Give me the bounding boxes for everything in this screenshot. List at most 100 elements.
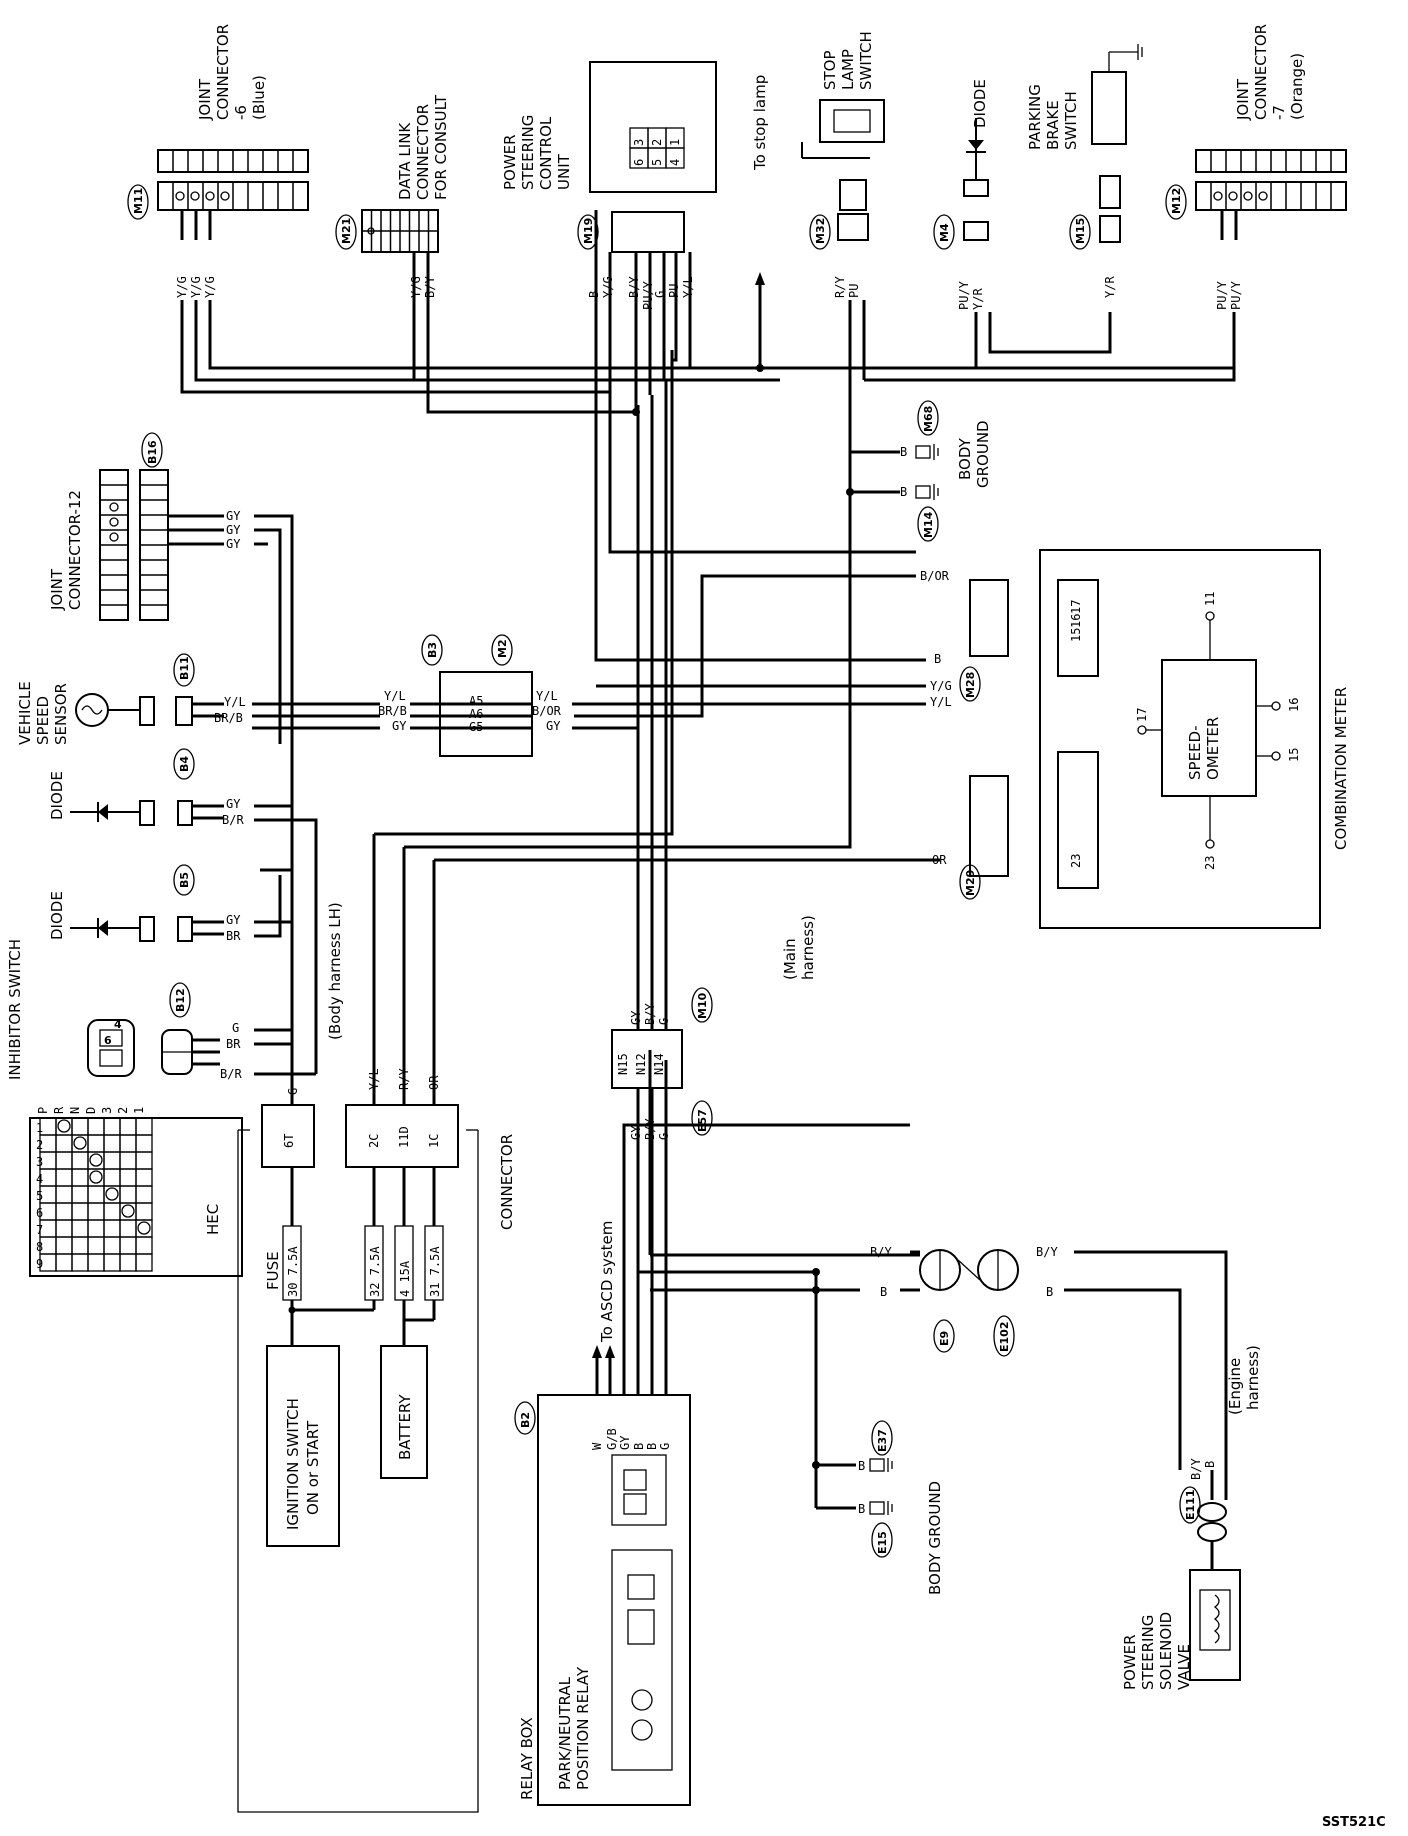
svg-text:B/Y: B/Y [870, 1245, 892, 1259]
svg-text:R/Y: R/Y [833, 276, 847, 298]
svg-text:CONNECTOR: CONNECTOR [414, 104, 432, 200]
svg-text:23: 23 [1069, 854, 1083, 868]
m10-e57-connector: N15 N12 N14 GY B/Y G GY B/Y G M10 E57 [611, 380, 713, 1395]
fuse-label: FUSE [264, 1251, 282, 1290]
svg-text:GROUND: GROUND [974, 420, 992, 488]
svg-text:B: B [1203, 1461, 1217, 1468]
svg-text:STEERING: STEERING [1139, 1615, 1157, 1690]
svg-text:Y/L: Y/L [930, 695, 952, 709]
svg-text:M29: M29 [964, 870, 977, 896]
svg-text:BR/B: BR/B [378, 704, 407, 718]
b2-connector [261, 1104, 315, 1168]
svg-text:STEERING: STEERING [519, 115, 537, 190]
svg-text:B: B [587, 291, 601, 298]
svg-text:GY: GY [546, 719, 561, 733]
psu-pin-label: 2 [650, 139, 664, 146]
svg-text:COMBINATION METER: COMBINATION METER [1332, 687, 1350, 850]
svg-text:N15: N15 [616, 1053, 630, 1075]
svg-text:15: 15 [1287, 748, 1301, 762]
svg-text:B/R: B/R [220, 1067, 242, 1081]
svg-text:P: P [36, 1107, 50, 1114]
svg-text:B: B [645, 1443, 659, 1450]
connector-label: CONNECTOR [498, 1134, 516, 1230]
svg-text:GY: GY [226, 913, 241, 927]
svg-text:-6: -6 [232, 105, 250, 120]
svg-text:Y/L: Y/L [536, 689, 558, 703]
svg-text:16: 16 [1287, 698, 1301, 712]
inhibitor-row-label: 4 [36, 1172, 43, 1186]
svg-text:A5: A5 [469, 694, 483, 708]
svg-text:1C: 1C [427, 1134, 441, 1148]
speedometer [1161, 659, 1257, 797]
svg-text:GY: GY [226, 509, 241, 523]
svg-text:BR/B: BR/B [214, 711, 243, 725]
combination-meter: B/OR B Y/G Y/L OR M28 M29 COMBINATION ME… [434, 368, 1350, 1030]
svg-text:(Body harness LH): (Body harness LH) [326, 902, 344, 1040]
b4-diode: DIODE B4 GY B/R (Body harness LH) [48, 748, 344, 1074]
svg-text:Y/G: Y/G [601, 276, 615, 298]
svg-text:R/Y: R/Y [397, 1068, 411, 1090]
svg-text:Y/G: Y/G [930, 679, 952, 693]
svg-text:GY: GY [629, 1010, 643, 1025]
inhibitor-row-label: 3 [36, 1155, 43, 1169]
svg-text:M21: M21 [340, 218, 353, 244]
svg-text:DATA LINK: DATA LINK [396, 122, 414, 200]
svg-text:SPEED: SPEED [34, 696, 52, 745]
svg-text:B: B [900, 445, 907, 459]
svg-text:STOP: STOP [821, 50, 839, 90]
svg-text:B11: B11 [178, 656, 191, 680]
inhibitor-row-label: 9 [36, 1257, 43, 1271]
svg-text:B: B [900, 485, 907, 499]
svg-text:Y/G: Y/G [189, 276, 203, 298]
svg-text:RELAY BOX: RELAY BOX [518, 1717, 536, 1800]
hec-block: HEC 6T 2C 11D 1C CONNECTOR 30 7.5A FUSE … [204, 1104, 516, 1813]
svg-text:UNIT: UNIT [555, 153, 573, 190]
svg-text:Y/G: Y/G [203, 276, 217, 298]
svg-text:DIODE: DIODE [971, 79, 989, 128]
svg-text:B: B [632, 1443, 646, 1450]
svg-text:Y/L: Y/L [681, 276, 695, 298]
svg-text:G/B: G/B [605, 1428, 619, 1450]
ps-solenoid-valve: B/Y B E111 POWER STEERING SOLENOID VALVE [1121, 1458, 1241, 1690]
svg-text:B/Y: B/Y [643, 1118, 657, 1140]
svg-text:-7: -7 [1270, 105, 1288, 120]
psu-pin-label: 4 [668, 159, 682, 166]
svg-text:E9: E9 [938, 1331, 951, 1346]
svg-text:6: 6 [104, 1034, 112, 1047]
svg-text:M2: M2 [496, 639, 509, 658]
svg-text:M14: M14 [922, 511, 935, 538]
svg-text:Y/L: Y/L [224, 695, 246, 709]
svg-text:E37: E37 [876, 1429, 889, 1452]
ground-network: B B E37 E15 BODY GROUND B/Y B E9 E102 B/… [622, 1050, 1262, 1595]
svg-text:JOINT: JOINT [196, 78, 214, 121]
inhibitor-row-label: 8 [36, 1240, 43, 1254]
svg-text:E57: E57 [696, 1109, 709, 1132]
svg-text:VALVE: VALVE [1175, 1644, 1193, 1690]
svg-text:OR: OR [932, 853, 947, 867]
psu-pin-label: 1 [668, 139, 682, 146]
m1-connector [345, 1104, 459, 1168]
svg-text:BRAKE: BRAKE [1044, 100, 1062, 150]
svg-text:Y/L: Y/L [384, 689, 406, 703]
svg-text:15: 15 [1069, 628, 1083, 642]
b12-connector: 6 4 B12 G BR B/R [87, 982, 316, 1081]
svg-text:B/Y: B/Y [643, 1003, 657, 1025]
ignition-switch [266, 1345, 340, 1547]
svg-text:GY: GY [226, 537, 241, 551]
psu-pin-label: 3 [632, 139, 646, 146]
svg-text:PARKING: PARKING [1026, 84, 1044, 150]
svg-text:G: G [657, 1133, 671, 1140]
svg-text:PARK/NEUTRAL: PARK/NEUTRAL [556, 1676, 574, 1790]
svg-text:GY: GY [618, 1435, 632, 1450]
svg-text:M28: M28 [964, 672, 977, 698]
svg-text:16: 16 [1069, 614, 1083, 628]
svg-text:JOINT: JOINT [48, 568, 66, 611]
svg-text:B: B [934, 652, 941, 666]
svg-text:N14: N14 [652, 1053, 666, 1075]
fuse-30: 30 7.5A [286, 1246, 300, 1297]
svg-text:R: R [52, 1106, 66, 1114]
svg-text:GY: GY [392, 719, 407, 733]
svg-text:B: B [858, 1459, 865, 1473]
